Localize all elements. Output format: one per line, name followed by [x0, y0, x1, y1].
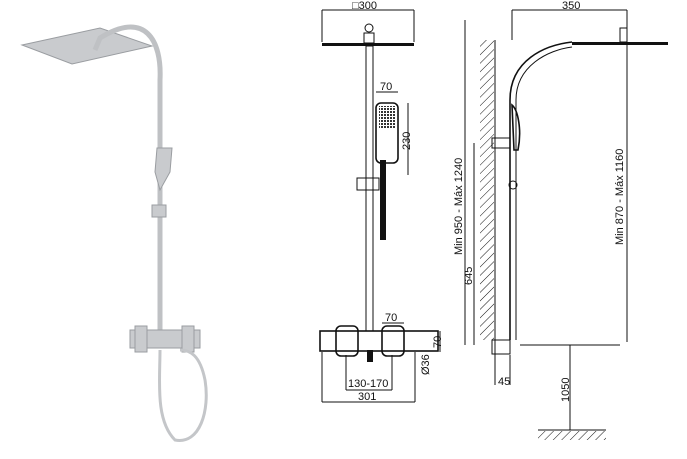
side-hand-shower: [511, 103, 521, 151]
mixer-height-label: 70: [432, 336, 444, 348]
product-photo: [20, 24, 208, 442]
hand-shower: [375, 102, 399, 164]
bracket-height-label: 645: [463, 267, 475, 285]
hand-width-label: 70: [380, 81, 392, 93]
side-shower-head-plate: [572, 42, 668, 45]
inlet-spacing-label: 130-170: [348, 378, 388, 390]
hand-shower: [154, 147, 173, 192]
arm-reach-label: 350: [562, 0, 580, 12]
riser-pipe: [365, 45, 374, 332]
front-view-drawing: □300 70 230 Min 950 - Máx 1240 70 70 Ø36…: [319, 0, 466, 403]
wall-offset-label: 45: [498, 376, 510, 388]
floor-height-label: 1050: [560, 378, 572, 402]
mixer-knob-left: [335, 325, 359, 357]
mixer-width-label: 301: [358, 391, 376, 403]
wall-bracket-bottom: [491, 339, 511, 355]
floor-hatching: [538, 431, 606, 440]
mixer-knob-right: [381, 325, 405, 357]
knob-width-label: 70: [385, 312, 397, 324]
shower-head-plate: [322, 43, 414, 46]
slider: [356, 177, 380, 191]
side-riser-pipe: [509, 41, 573, 340]
slider-bracket: [151, 204, 167, 218]
rain-shower-head: [20, 27, 154, 65]
shower-hose: [157, 348, 208, 442]
outlet-diameter-label: Ø36: [420, 354, 432, 375]
mixer-body: [319, 330, 439, 352]
hand-height-label: 230: [401, 132, 413, 150]
side-view-drawing: 350 Min 870 - Máx 1160 645 45 1050: [463, 0, 668, 440]
wall-hatching: [480, 40, 494, 340]
front-height-range-label: Min 950 - Máx 1240: [453, 158, 465, 255]
shower-riser-pipe: [92, 24, 163, 330]
hose: [380, 160, 386, 240]
wall-bracket-top: [491, 137, 511, 149]
head-size-label: □300: [352, 0, 377, 12]
side-height-range-label: Min 870 - Máx 1160: [614, 149, 626, 245]
